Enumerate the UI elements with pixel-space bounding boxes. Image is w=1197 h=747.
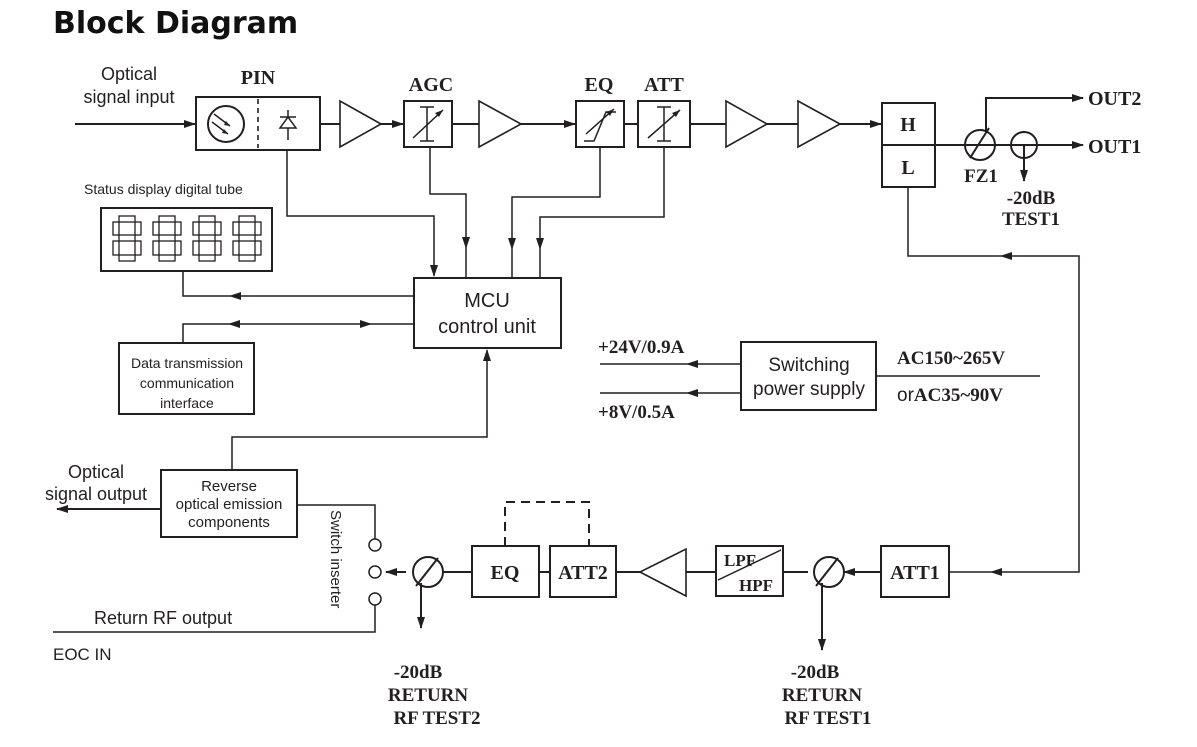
photodiode-icon: [207, 105, 245, 143]
test1r-label: RF TEST1: [784, 708, 871, 729]
att-block: [637, 100, 691, 148]
psu-label-2: power supply: [753, 379, 865, 400]
out2-label: OUT2: [1088, 88, 1141, 110]
amplifier-icon: [725, 99, 769, 149]
ac-input-2: orAC35~90V: [897, 385, 1003, 406]
agc-label: AGC: [409, 74, 453, 96]
pin-label: PIN: [241, 67, 276, 89]
reverse-module-label-3: components: [188, 514, 270, 531]
optical-output-label-1: Optical: [68, 462, 124, 482]
equalizer-icon: [584, 108, 616, 142]
seven-segment-icon: [100, 207, 273, 272]
pin-photodetector-block: [195, 96, 321, 151]
reverse-module-label-1: Reverse: [201, 478, 257, 495]
splitter-fz1: [964, 94, 1084, 161]
diplexer-high-label: H: [900, 114, 916, 136]
data-interface-box: [118, 342, 255, 415]
diode-icon: [278, 110, 298, 140]
diplexer-low-label: L: [901, 157, 914, 179]
reverse-module-label-2: optical emission: [176, 496, 283, 513]
psu-label-1: Switching: [768, 355, 849, 376]
switch-inserter: [368, 538, 382, 606]
out1-label: OUT1: [1088, 136, 1141, 158]
data-interface-label-3: interface: [160, 395, 214, 411]
ac-input-1: AC150~265V: [897, 348, 1005, 369]
mcu-label-2: control unit: [438, 316, 536, 338]
coupler-icon: [1010, 131, 1038, 182]
eq-block: [575, 100, 625, 148]
mcu-label-1: MCU: [464, 290, 510, 312]
switching-power-supply: [740, 341, 877, 411]
eq-label: EQ: [585, 74, 614, 96]
variable-attenuator-icon: [647, 106, 681, 142]
digit-segment-1: [112, 215, 142, 262]
switch-inserter-label: Switch inserter: [327, 510, 344, 608]
test2-label: RF TEST2: [393, 708, 480, 729]
variable-attenuator-icon: [412, 106, 444, 142]
lpf-label: LPF: [724, 551, 756, 570]
digit-segment-4: [232, 215, 262, 262]
att2-label: ATT2: [558, 562, 608, 584]
reverse-optical-module: [160, 469, 298, 538]
att1-block: [880, 545, 950, 598]
amplifier-icon: [638, 547, 687, 598]
amplifier-icon: [797, 99, 842, 149]
splitter-label: FZ1: [964, 166, 998, 187]
att1-label: ATT1: [890, 562, 940, 584]
digit-segment-3: [192, 215, 222, 262]
hpf-label: HPF: [739, 576, 773, 595]
power-24v-label: +24V/0.9A: [598, 337, 685, 358]
test1-label: TEST1: [1002, 209, 1060, 230]
mcu-control-unit: [413, 277, 562, 349]
return-eq-label: EQ: [491, 562, 520, 584]
status-display-label: Status display digital tube: [84, 181, 243, 197]
test1r-return: RETURN: [782, 685, 863, 706]
power-8v-label: +8V/0.5A: [598, 402, 675, 423]
agc-block: [403, 100, 453, 148]
test2-db: -20dB: [394, 662, 443, 683]
eoc-in-label: EOC IN: [53, 645, 112, 664]
data-interface-label-1: Data transmission: [131, 355, 243, 371]
data-interface-label-2: communication: [140, 375, 234, 391]
optical-output-label-2: signal output: [45, 484, 147, 504]
amplifier-icon: [478, 99, 523, 149]
test2-return: RETURN: [388, 685, 469, 706]
coupler-icon: [813, 556, 845, 651]
att-label: ATT: [644, 74, 684, 96]
return-eq-block: [471, 545, 540, 598]
optical-input-label-1: Optical: [101, 64, 157, 84]
test1-db-label: -20dB: [1007, 188, 1056, 209]
diplexer-to-return-line: [907, 187, 1080, 573]
diagram-title: Block Diagram: [53, 6, 298, 41]
return-rf-output-label: Return RF output: [94, 608, 232, 628]
optical-input-label-2: signal input: [83, 87, 174, 107]
amplifier-icon: [339, 99, 383, 149]
coupler-icon: [412, 556, 444, 629]
test1r-db: -20dB: [791, 662, 840, 683]
digit-segment-2: [152, 215, 182, 262]
